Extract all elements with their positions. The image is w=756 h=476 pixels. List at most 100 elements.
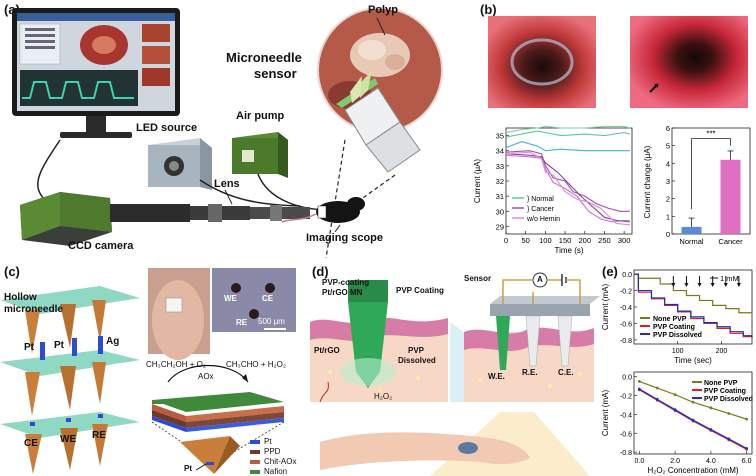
data-point: [655, 397, 659, 401]
x-tick-label: 200: [578, 236, 591, 245]
y-tick-label: 31: [496, 192, 504, 201]
air-pump-icon: [232, 132, 288, 178]
y-tick-label: -0.4: [620, 412, 632, 419]
y-axis-label: Current (mA): [601, 390, 610, 437]
re-label: R.E.: [522, 368, 538, 377]
panel-e-label: (e): [602, 264, 618, 279]
legend-label: } Normal: [527, 196, 554, 203]
legend-chit-aox-label: Chit-AOx: [264, 457, 297, 466]
scale-bar-label: 500 μm: [258, 317, 285, 326]
y-tick-label: 5: [666, 142, 670, 151]
injection-arrowhead: [723, 283, 728, 287]
endoscope-photo-normal: [488, 16, 596, 108]
series-line-pvp-dissolved: [634, 273, 753, 338]
y-tick-label: 0.0: [622, 375, 632, 382]
legend-label: None PVP: [704, 380, 738, 387]
series-line-none-pvp: [634, 273, 753, 316]
y-tick-label: 0.0: [622, 272, 632, 279]
imaging-scope-label: Imaging scope: [306, 232, 384, 244]
x-tick-label: 250: [598, 236, 611, 245]
annotation-label: 1 mM: [720, 274, 739, 283]
y-tick-label: -0.8: [620, 450, 632, 457]
x-tick-label: 2.0: [670, 458, 680, 465]
panel-c: (c): [0, 262, 300, 476]
y-axis-label: Current change (μA): [643, 145, 652, 218]
panel-d-illustration: [310, 272, 600, 476]
series-line-normal: [505, 130, 631, 138]
x-tick-label: Normal: [679, 237, 704, 246]
ammeter-label: A: [537, 275, 543, 284]
legend-pt-label: Pt: [264, 437, 272, 446]
pvp-microneedle-icon: [340, 280, 396, 388]
polyp-label: Polyp: [368, 4, 398, 16]
h2o2-label: H₂O₂: [374, 392, 393, 401]
series-line-cancer: [505, 154, 631, 223]
y-tick-label: 34: [496, 147, 504, 156]
data-point: [727, 437, 731, 441]
pt-label-2: Pt: [54, 340, 64, 351]
series-line-w-o-hemin: [505, 151, 631, 226]
hollow-label-2: microneedle: [4, 304, 63, 315]
reaction-right-label: CH₃CHO + H₂O₂: [226, 360, 286, 369]
pvp-dissolved-label-1: PVP: [408, 346, 425, 355]
imaging-scope-tube: [336, 70, 421, 173]
y-tick-label: -0.6: [620, 321, 632, 328]
data-point: [727, 412, 731, 415]
y-tick-label: 32: [496, 177, 504, 186]
significance-label: ***: [706, 130, 715, 139]
reaction-left-label: CH₃CH₂OH + O₂: [146, 360, 206, 369]
y-tick-label: 35: [496, 132, 504, 141]
data-point: [745, 417, 749, 421]
microneedle-sensor-label-1: Microneedle: [226, 50, 302, 65]
x-tick-label: 100: [672, 348, 684, 355]
legend-label: None PVP: [653, 316, 687, 323]
panel-d-label: (d): [312, 264, 329, 279]
data-point: [637, 387, 641, 391]
hollow-label-1: Hollow: [4, 292, 37, 303]
y-tick-label: 30: [496, 207, 504, 216]
arm-icon: [320, 432, 530, 470]
x-tick-label: 200: [716, 348, 728, 355]
data-point: [655, 386, 659, 390]
pt-label-1: Pt: [24, 342, 34, 353]
legend-label: } Cancer: [527, 206, 555, 213]
plot-frame: [633, 371, 753, 455]
panel-b-label: (b): [480, 2, 497, 17]
series-line-normal: [505, 141, 631, 152]
significance-bracket: [691, 138, 731, 210]
x-axis-label: Time (s): [554, 246, 583, 255]
data-point: [673, 393, 677, 397]
legend-label: PVP Coating: [704, 388, 746, 395]
x-tick-label: 50: [522, 236, 530, 245]
sensor-label: Sensor: [464, 274, 492, 283]
air-pump-label: Air pump: [236, 110, 285, 122]
y-tick-label: 2: [666, 195, 670, 204]
data-point: [709, 428, 713, 431]
micrograph-ce-label: CE: [262, 294, 274, 303]
panel-c-illustration: [0, 268, 296, 474]
legend-label: w/o Hemin: [526, 216, 560, 223]
data-point: [637, 380, 641, 383]
series-line-cancer: [505, 153, 631, 223]
microneedle-electrodes-middle: [0, 336, 140, 416]
ag-label: Ag: [106, 336, 120, 347]
y-tick-label: -0.8: [620, 338, 632, 345]
bar-cancer: [720, 159, 741, 234]
bottom-re-label: RE: [92, 430, 106, 441]
y-tick-label: -0.2: [620, 394, 632, 401]
x-tick-label: 300: [618, 236, 631, 245]
layer-stack: [152, 392, 284, 432]
bottom-ce-label: CE: [24, 438, 38, 449]
micrograph-photo: [212, 268, 296, 332]
y-tick-label: -0.4: [620, 305, 632, 312]
pvp-coating-label: PVP Coating: [396, 286, 444, 295]
series-line-cancer: [505, 150, 631, 212]
data-point: [745, 446, 749, 450]
pvp-dissolved-label-2: Dissolved: [398, 356, 436, 365]
we-label: W.E.: [488, 372, 505, 381]
